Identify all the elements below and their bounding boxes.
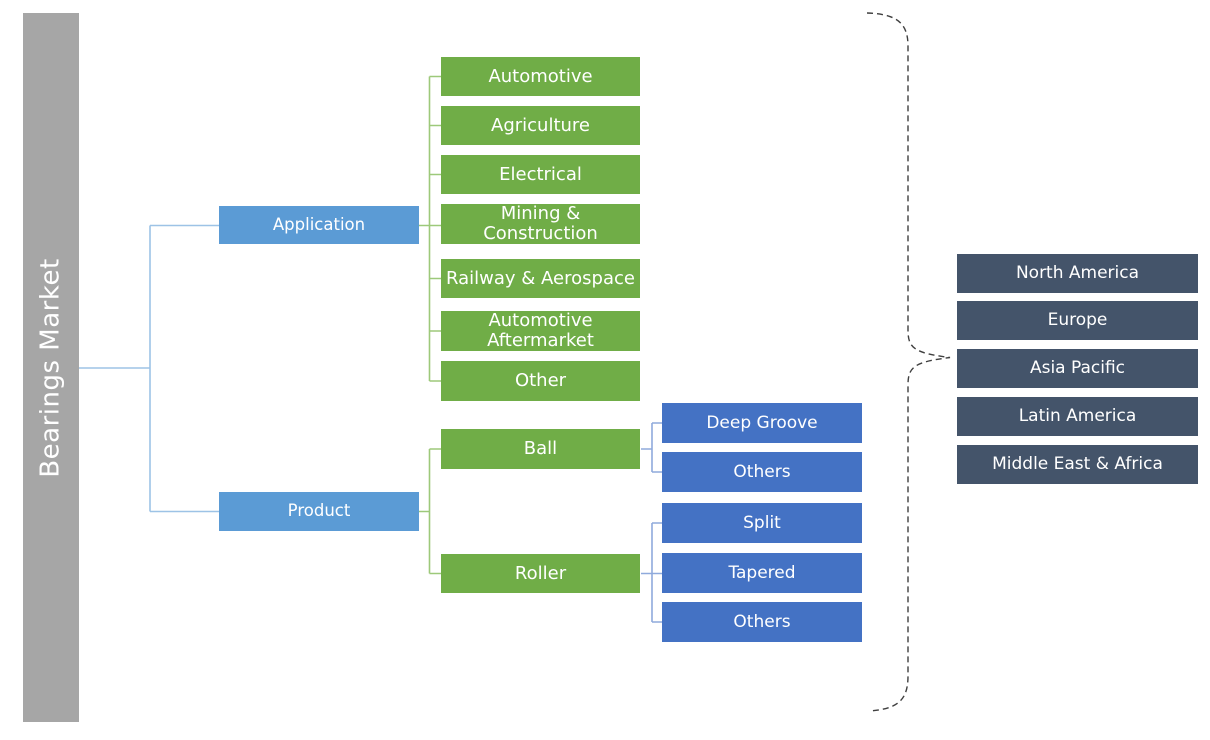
node-agriculture: Agriculture <box>441 106 640 145</box>
region-north-america: North America <box>957 254 1198 293</box>
trunk-connector <box>79 224 219 513</box>
node-electrical: Electrical <box>441 155 640 194</box>
node-mining-construction: Mining & Construction <box>441 204 640 244</box>
product-connectors <box>419 448 441 575</box>
node-automotive: Automotive <box>441 57 640 96</box>
node-roller-others: Others <box>662 602 862 642</box>
node-automotive-aftermarket: Automotive Aftermarket <box>441 311 640 351</box>
root-node: Bearings Market <box>23 13 79 722</box>
branch-application: Application <box>219 206 419 244</box>
node-tapered: Tapered <box>662 553 862 593</box>
node-split: Split <box>662 503 862 543</box>
node-deep-groove: Deep Groove <box>662 403 862 443</box>
node-railway-aerospace: Railway & Aerospace <box>441 259 640 298</box>
node-ball-others: Others <box>662 452 862 492</box>
root-label: Bearings Market <box>36 257 67 478</box>
region-middle-east-africa: Middle East & Africa <box>957 445 1198 484</box>
region-asia-pacific: Asia Pacific <box>957 349 1198 388</box>
region-europe: Europe <box>957 301 1198 340</box>
node-ball: Ball <box>441 429 640 469</box>
node-other: Other <box>441 361 640 401</box>
roller-connectors <box>641 522 662 623</box>
region-latin-america: Latin America <box>957 397 1198 436</box>
regions-brace <box>866 12 951 712</box>
ball-connectors <box>641 422 662 473</box>
application-connectors <box>419 75 441 382</box>
node-roller: Roller <box>441 554 640 593</box>
branch-product: Product <box>219 492 419 531</box>
